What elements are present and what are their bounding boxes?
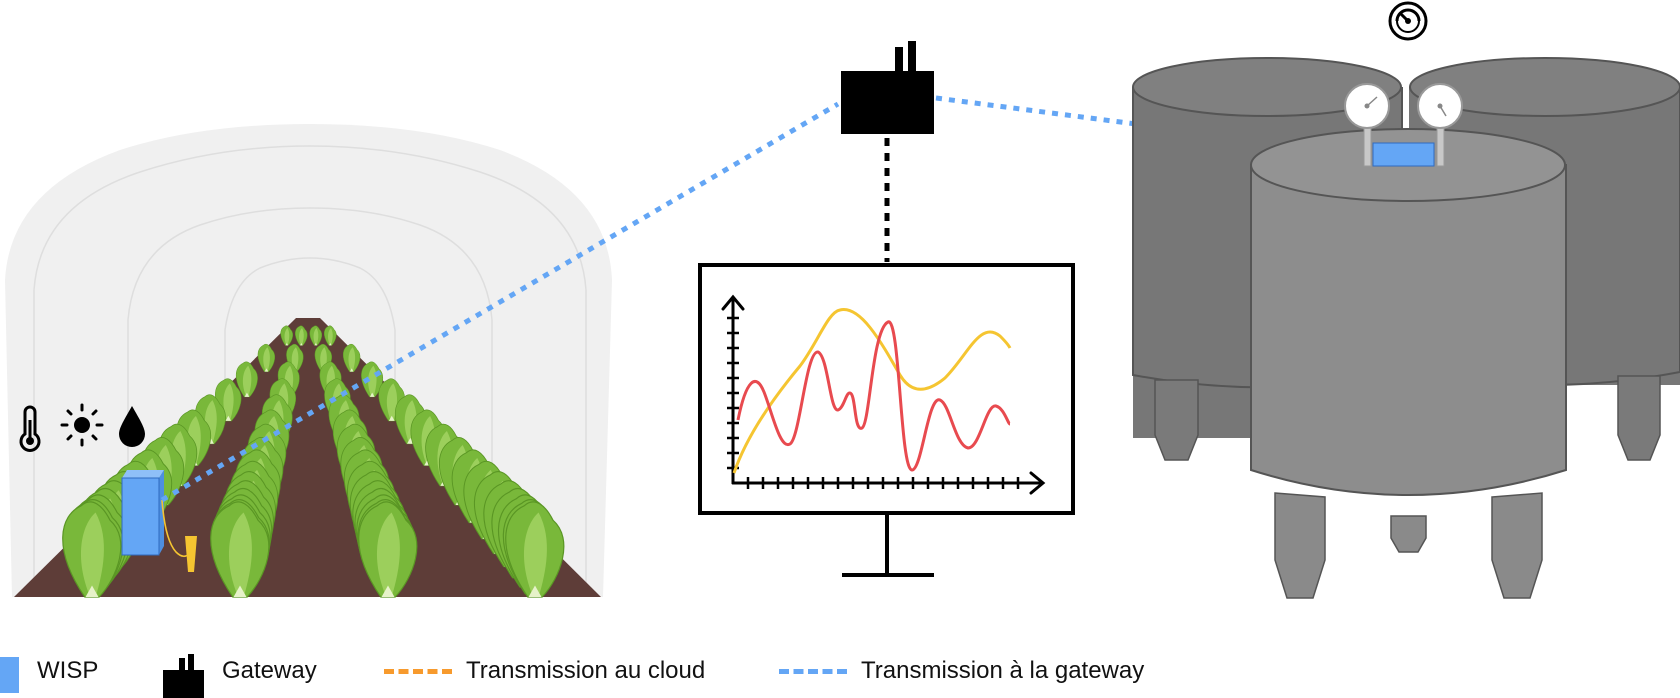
cloud-link-swatch-icon — [384, 668, 452, 674]
pressure-gauge-right — [1417, 83, 1463, 167]
lettuce-plant — [62, 501, 122, 598]
legend-cloud-transmission: Transmission au cloud — [384, 656, 705, 686]
y-axis-ticks — [727, 316, 739, 470]
greenhouse-arch-outer — [33, 145, 587, 597]
gateway-link-swatch-icon — [779, 668, 847, 674]
lettuce-plant — [342, 343, 361, 372]
series-yellow-curve — [732, 308, 1012, 474]
lettuce-plant — [257, 343, 276, 372]
lettuce-plant — [505, 501, 565, 598]
sun-icon — [60, 403, 104, 447]
legend-wisp: WISP — [0, 656, 99, 693]
legend-wisp-label: WISP — [37, 657, 99, 684]
lettuce-plant — [323, 325, 337, 346]
greenhouse-arch-inner — [224, 257, 396, 597]
legend-gateway-transmission: Transmission à la gateway — [779, 656, 1144, 686]
greenhouse — [5, 124, 612, 598]
thermometer-icon — [19, 405, 41, 452]
series-red-curve — [736, 320, 1012, 472]
legend: WISP Gateway Transmission au cloud Trans… — [0, 652, 1680, 698]
lettuce-plant — [358, 501, 418, 598]
wisp-swatch-icon — [0, 657, 19, 693]
legend-cloud-label: Transmission au cloud — [466, 657, 706, 684]
soil-probe — [185, 536, 197, 572]
lettuce-plant — [309, 325, 323, 346]
dashboard-monitor — [698, 263, 1075, 577]
lettuce-plant — [280, 325, 294, 346]
wisp-device-tank — [1372, 142, 1435, 167]
legend-gateway: Gateway — [163, 654, 317, 698]
pressure-gauge-left — [1344, 83, 1390, 167]
lettuce-plant — [295, 325, 308, 346]
lettuce-plant — [210, 501, 270, 598]
greenhouse-arch-middle — [127, 207, 493, 597]
gateway-swatch-icon — [163, 654, 204, 698]
lettuce-plant — [235, 361, 258, 398]
gateway-device — [841, 41, 934, 134]
legend-gateway-label: Gateway — [222, 657, 317, 684]
tank-front — [1250, 128, 1567, 599]
wisp-device-greenhouse — [121, 470, 197, 572]
x-axis-ticks — [746, 477, 1020, 489]
legend-gateway-tx-label: Transmission à la gateway — [861, 657, 1145, 684]
gauge-icon — [1388, 1, 1428, 41]
water-drop-icon — [119, 406, 145, 447]
link-greenhouse-to-gateway — [160, 101, 840, 503]
